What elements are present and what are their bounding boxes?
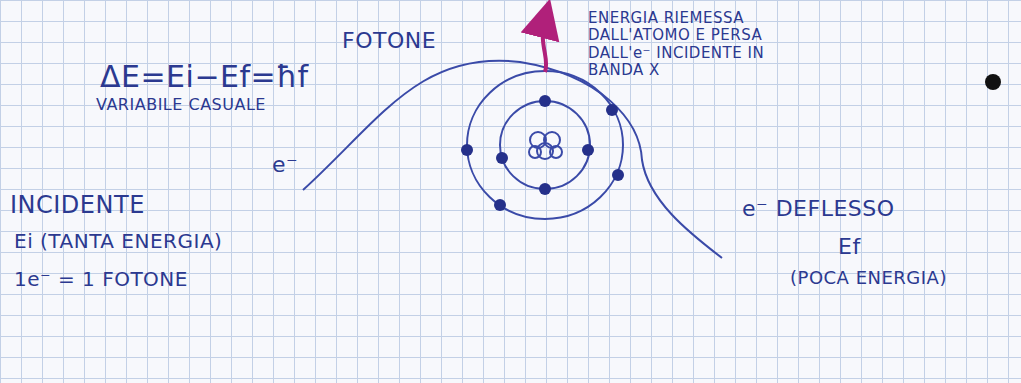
nucleus [529, 132, 562, 159]
energy-equation: ΔE=Ei−Ef=ħf [100, 60, 309, 95]
initial-energy: Ei (TANTA ENERGIA) [14, 230, 222, 253]
photon-arrow [543, 18, 547, 72]
photon-label: FOTONE [342, 28, 436, 53]
equation-note: VARIABILE CASUALE [96, 96, 266, 114]
photon-rule: 1e⁻ = 1 FOTONE [14, 268, 188, 291]
final-energy: Ef [838, 234, 861, 259]
electron-symbol: e⁻ [272, 152, 298, 177]
photon-note: ENERGIA RIEMESSA DALL'ATOMO E PERSA DALL… [588, 10, 803, 79]
incident-label: INCIDENTE [10, 192, 145, 220]
ink-dot [985, 74, 1001, 90]
deflected-label: e⁻ DEFLESSO [742, 196, 895, 221]
electron-trajectory [303, 61, 722, 258]
inner-orbit [500, 101, 590, 189]
electrons [461, 95, 624, 211]
final-energy-note: (POCA ENERGIA) [790, 268, 947, 289]
